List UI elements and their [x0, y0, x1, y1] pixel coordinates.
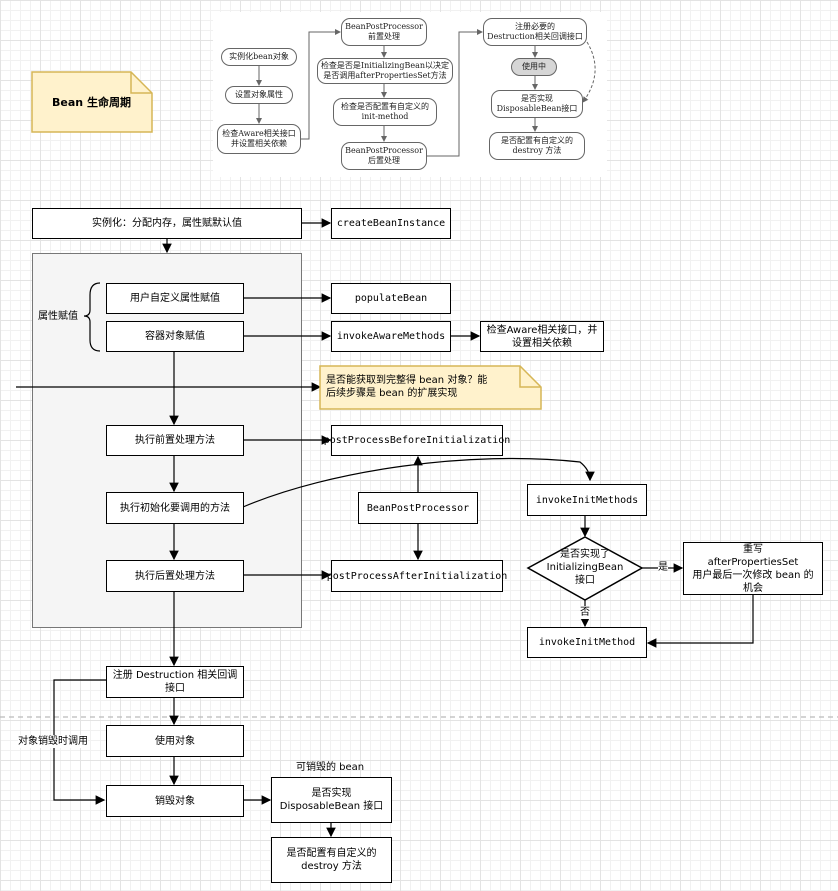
- init-method-step: 执行初始化要调用的方法: [106, 492, 244, 524]
- populate-bean: populateBean: [331, 283, 451, 314]
- use-object-step: 使用对象: [106, 725, 244, 757]
- invoke-init-method: invokeInitMethod: [527, 627, 647, 658]
- post-process-after: postProcessAfterInitialization: [327, 560, 507, 592]
- post-process-before: postProcessBeforeInitialization: [324, 425, 510, 456]
- rewrite-after-properties-set: 重写 afterPropertiesSet 用户最后一次修改 bean 的 机会: [683, 542, 823, 595]
- create-bean-instance: createBeanInstance: [331, 208, 451, 239]
- ref-register-destruction: 注册必要的 Destruction相关回调接口: [483, 18, 587, 46]
- ref-custom-destroy: 是否配置有自定义的 destroy 方法: [489, 132, 585, 160]
- disposable-bean-check: 是否实现 DisposableBean 接口: [271, 777, 392, 823]
- container-attr-step: 容器对象赋值: [106, 321, 244, 352]
- user-attr-step: 用户自定义属性赋值: [106, 283, 244, 314]
- ref-check-init-method: 检查是否配置有自定义的 init-method: [333, 98, 437, 126]
- custom-destroy-check: 是否配置有自定义的 destroy 方法: [271, 837, 392, 883]
- ref-set-props: 设置对象属性: [225, 86, 293, 104]
- attr-assign-label: 属性赋值: [38, 311, 78, 322]
- invoke-init-methods: invokeInitMethods: [527, 484, 647, 516]
- invoke-aware-methods: invokeAwareMethods: [331, 321, 451, 352]
- ref-bpp-after: BeanPostProcessor 后置处理: [341, 142, 427, 170]
- ref-check-aware: 检查Aware相关接口 并设置相关依赖: [217, 124, 301, 154]
- aware-check-note: 检查Aware相关接口，并 设置相关依赖: [480, 321, 604, 352]
- ref-connectors: [256, 29, 596, 157]
- ref-disposable: 是否实现 DisposableBean接口: [491, 90, 583, 118]
- title-note-shape: [31, 71, 153, 133]
- no-label: 否: [580, 606, 590, 619]
- extension-note: 是否能获取到完整得 bean 对象？能 后续步骤是 bean 的扩展实现: [326, 375, 488, 399]
- after-init-step: 执行后置处理方法: [106, 560, 244, 592]
- destroyable-bean-label: 可销毁的 bean: [296, 762, 365, 773]
- register-destruction-step: 注册 Destruction 相关回调 接口: [106, 666, 244, 698]
- initializing-decision: 是否实现了 InitializingBean 接口: [546, 549, 624, 586]
- destroy-call-label: 对象销毁时调用: [18, 735, 88, 748]
- yes-label: 是: [658, 561, 668, 574]
- before-init-step: 执行前置处理方法: [106, 425, 244, 456]
- ref-check-initializing: 检查是否是InitializingBean以决定 是否调用afterProper…: [317, 58, 453, 84]
- instantiate-step: 实例化：分配内存，属性赋默认值: [32, 208, 302, 239]
- destroy-object-step: 销毁对象: [106, 785, 244, 817]
- ref-instantiate: 实例化bean对象: [221, 48, 297, 66]
- ref-in-use: 使用中: [511, 58, 557, 76]
- title-note: Bean 生命周期: [52, 95, 131, 109]
- reference-diagram: 实例化bean对象 设置对象属性 检查Aware相关接口 并设置相关依赖 Bea…: [213, 12, 607, 177]
- bean-post-processor: BeanPostProcessor: [358, 492, 478, 524]
- initializing-decision-shape: [526, 536, 644, 601]
- ref-bpp-before: BeanPostProcessor 前置处理: [341, 18, 427, 46]
